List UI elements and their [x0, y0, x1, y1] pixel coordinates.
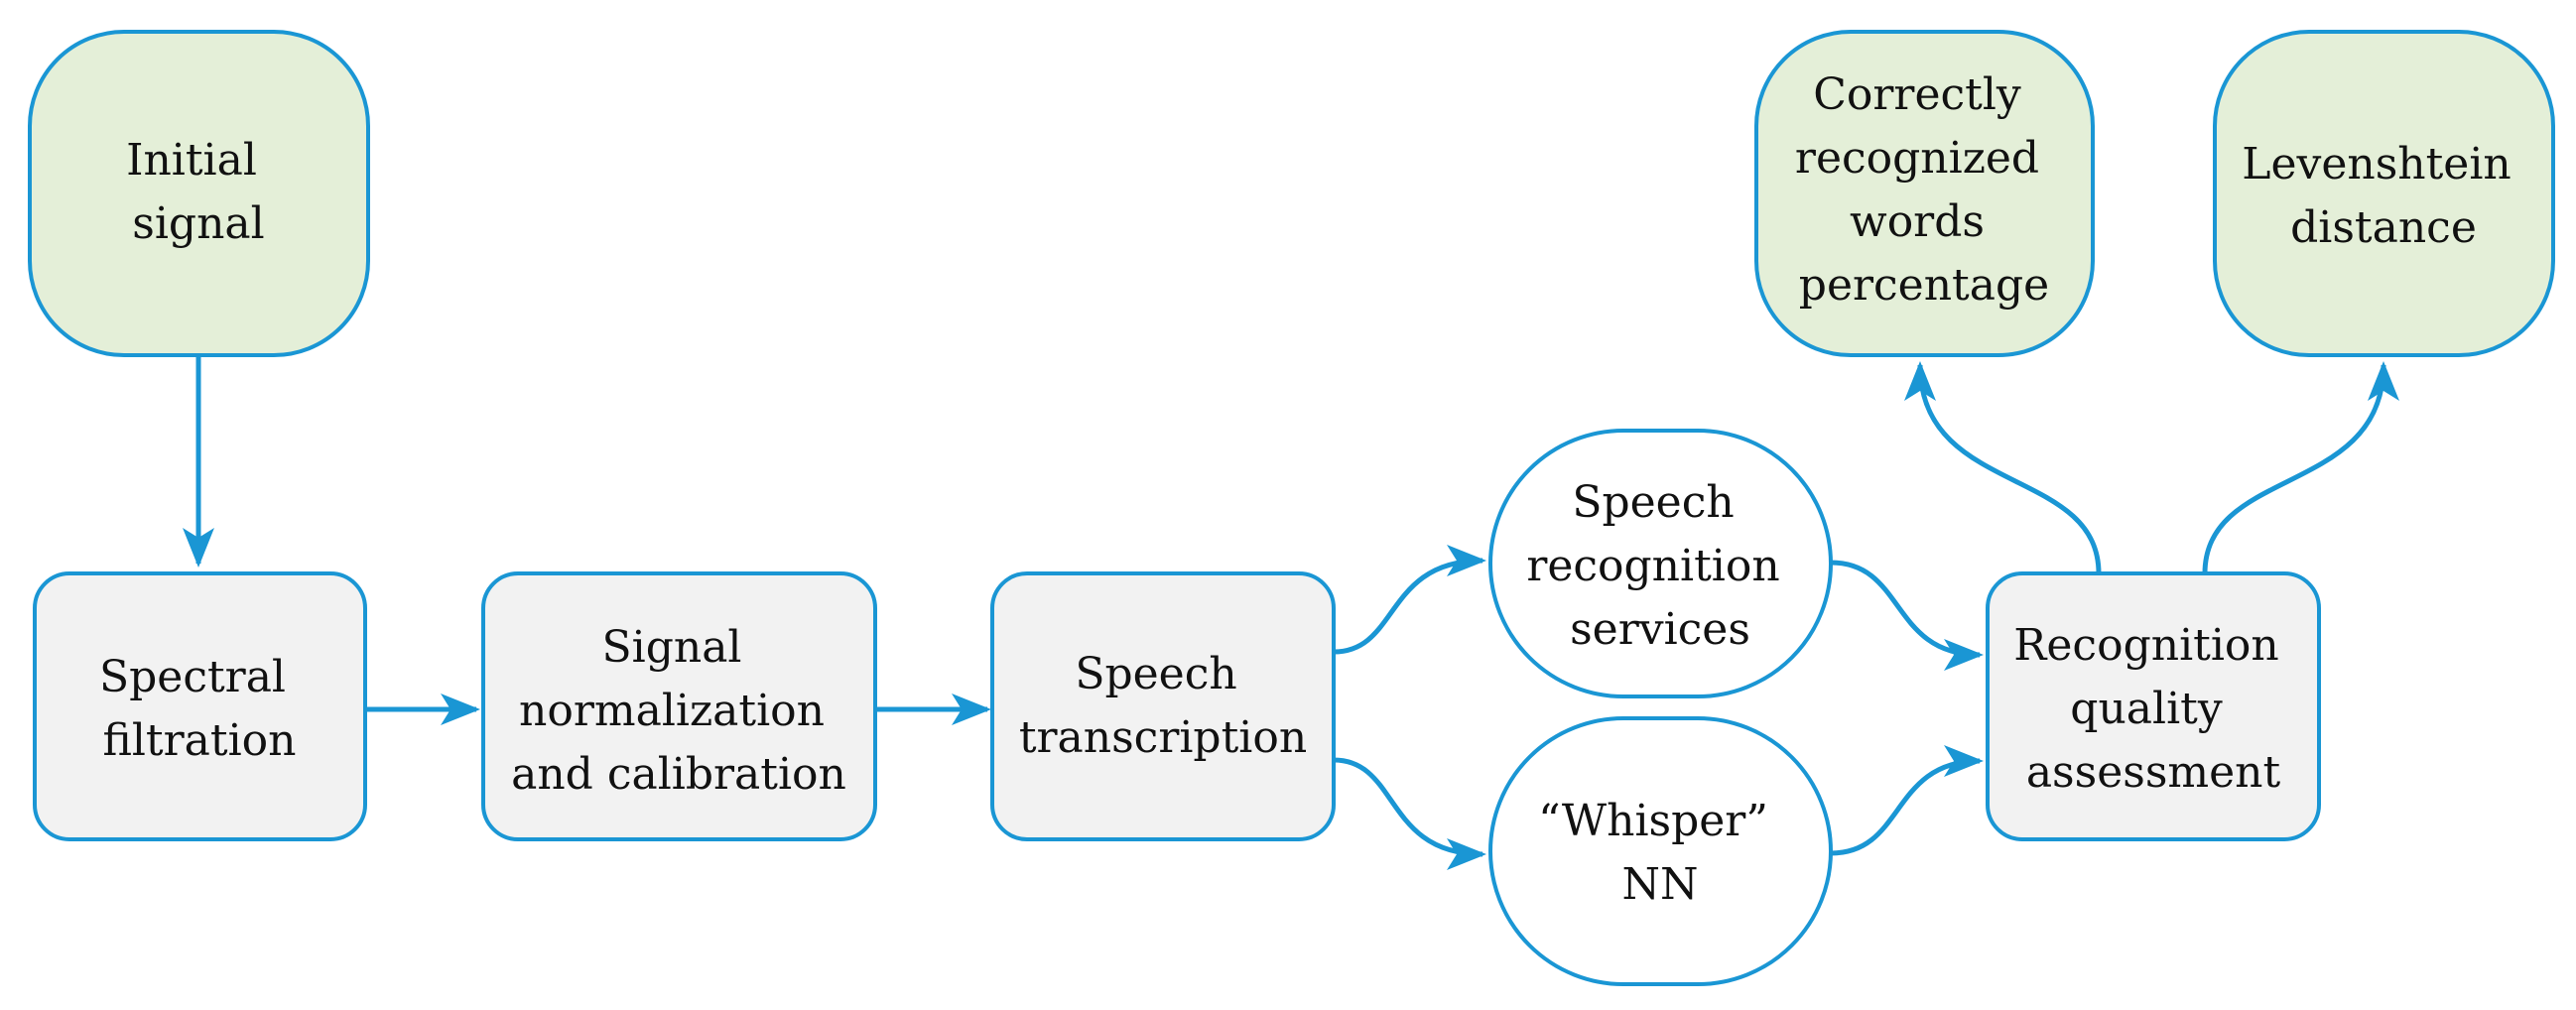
arrow-quality-to-correctly-recognized: [1904, 361, 2102, 574]
node-correctly-recognized-words-percentage: Correctly recognized words percentage: [1754, 30, 2095, 357]
node-speech-recognition-services: Speech recognition services: [1488, 429, 1833, 698]
node-levenshtein-distance: Levenshtein distance: [2213, 30, 2555, 357]
arrow-quality-to-levenshtein: [2202, 361, 2399, 574]
arrow-transcription-to-services: [1333, 545, 1486, 655]
node-correctly-recognized-label: Correctly recognized words percentage: [1795, 69, 2053, 311]
node-initial-signal: Initial signal: [28, 30, 370, 357]
node-spectral-filtration-label: Spectral filtration: [99, 652, 300, 766]
node-signal-normalization-label: Signal normalization and calibration: [511, 622, 846, 800]
node-whisper-nn-label: “Whisper” NN: [1538, 796, 1782, 910]
arrow-whisper-to-quality: [1830, 745, 1984, 856]
node-spectral-filtration: Spectral filtration: [33, 571, 367, 841]
node-levenshtein-distance-label: Levenshtein distance: [2242, 139, 2525, 253]
node-speech-transcription-label: Speech transcription: [1019, 649, 1307, 763]
node-whisper-nn: “Whisper” NN: [1488, 716, 1833, 986]
node-recognition-quality-assessment: Recognition quality assessment: [1986, 571, 2321, 841]
node-speech-recognition-services-label: Speech recognition services: [1526, 477, 1793, 655]
connectors: [183, 355, 2399, 870]
arrow-services-to-quality: [1830, 560, 1984, 671]
node-initial-signal-label: Initial signal: [126, 135, 271, 249]
node-signal-normalization: Signal normalization and calibration: [481, 571, 877, 841]
node-speech-transcription: Speech transcription: [990, 571, 1336, 841]
node-recognition-quality-assessment-label: Recognition quality assessment: [2013, 620, 2292, 798]
arrow-transcription-to-whisper: [1333, 757, 1486, 870]
